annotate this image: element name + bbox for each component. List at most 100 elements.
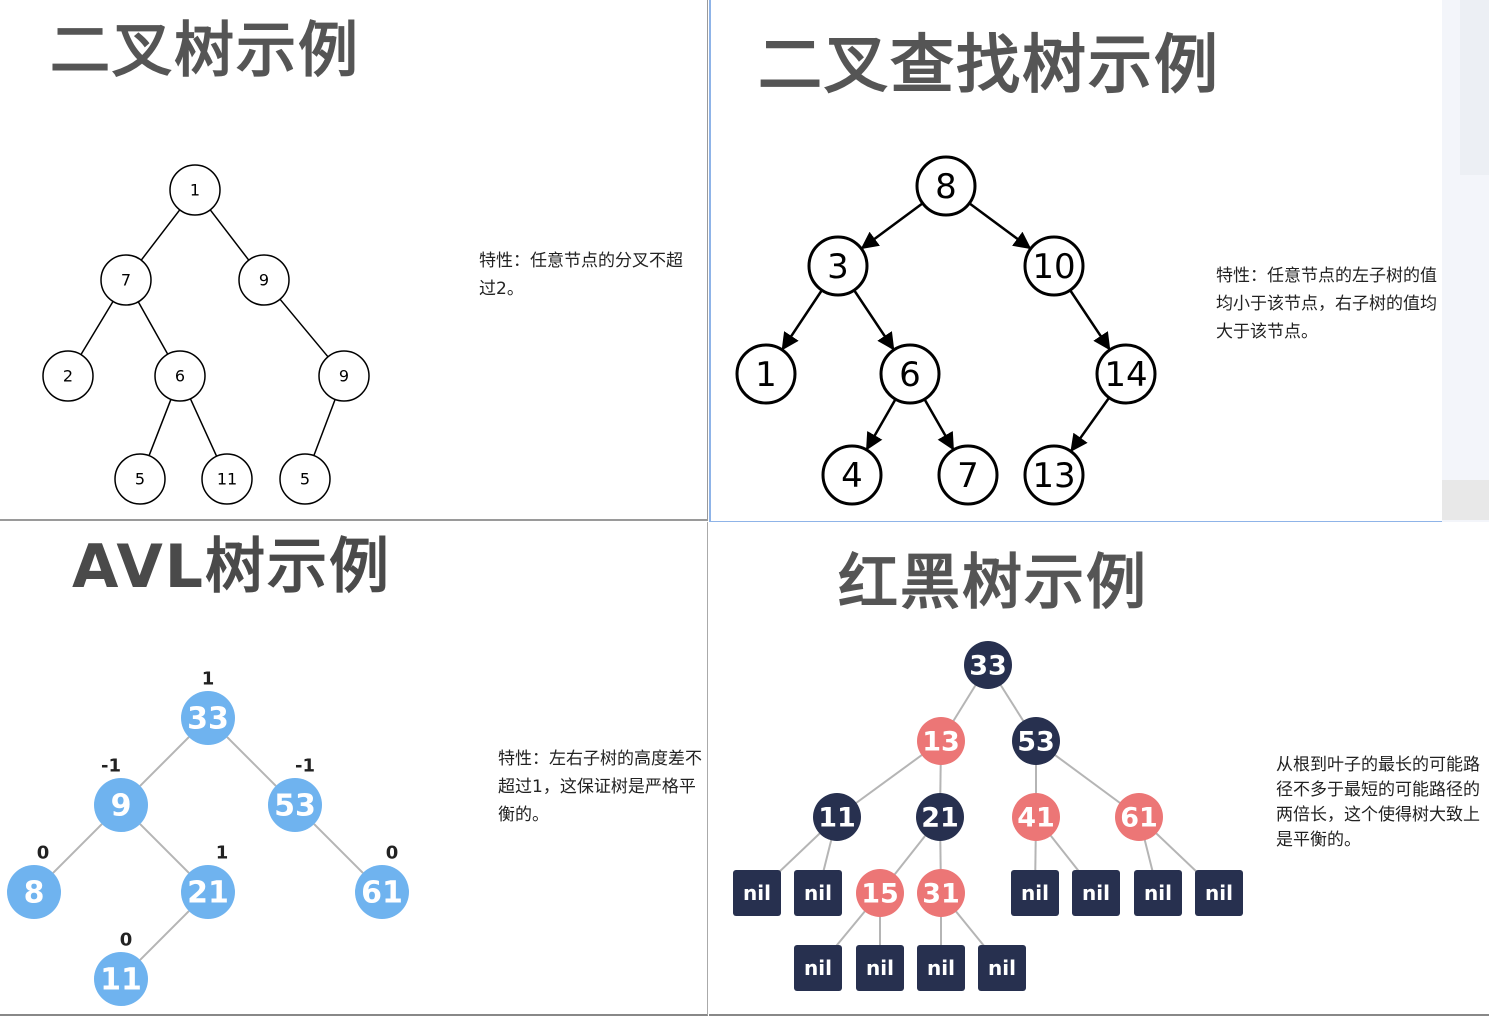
avl-node	[94, 952, 148, 1006]
bst-arrow	[781, 289, 823, 351]
balance-factor: -1	[295, 756, 315, 777]
node-label: 1	[755, 355, 777, 395]
node-label: 13	[922, 727, 960, 758]
node-label: 8	[24, 876, 45, 911]
nil-leaf	[1072, 870, 1120, 916]
red-black-tree-panel	[709, 522, 1489, 1016]
tree-edge	[279, 298, 329, 358]
node-label: 11	[217, 470, 237, 489]
balance-factor: 1	[216, 843, 229, 864]
bst-node	[937, 444, 999, 506]
tree-edge	[140, 209, 181, 261]
bst-arrow	[865, 398, 897, 451]
node-label: 61	[361, 876, 403, 911]
node-label: nil	[1021, 881, 1049, 905]
avl-description: 特性：左右子树的高度差不超过1，这保证树是严格平衡的。	[498, 749, 702, 825]
avl-node	[355, 865, 409, 919]
node-label: 21	[921, 803, 959, 834]
node-label: 9	[259, 271, 269, 290]
binary-tree-description: 特性：任意节点的分叉不超过2。	[479, 251, 683, 299]
bst-arrow	[968, 202, 1032, 250]
node-label: 5	[300, 470, 310, 489]
tree-node	[154, 350, 206, 402]
tree-node	[318, 350, 370, 402]
node-label: 10	[1032, 247, 1075, 287]
avl-node	[94, 778, 148, 832]
node-label: nil	[1144, 881, 1172, 905]
avl-edge	[139, 736, 190, 787]
bst-node	[879, 343, 941, 405]
node-label: nil	[988, 956, 1016, 980]
tree-node	[114, 453, 166, 505]
avl-node	[181, 865, 235, 919]
black-node	[1012, 717, 1060, 765]
avl-title: AVL树示例	[72, 532, 392, 602]
bst-node	[1095, 343, 1157, 405]
node-label: nil	[804, 956, 832, 980]
node-label: 13	[1032, 456, 1075, 496]
node-label: 33	[969, 651, 1007, 682]
balance-factor: 0	[37, 843, 50, 864]
bst-description: 特性：任意节点的左子树的值均小于该节点，右子树的值均大于该节点。	[1216, 266, 1437, 342]
node-label: 9	[111, 789, 132, 824]
bst-node	[807, 235, 869, 297]
avl-edge	[139, 823, 190, 874]
node-label: 41	[1017, 803, 1055, 834]
bst-arrow	[853, 289, 895, 351]
nil-leaf	[856, 945, 904, 991]
node-label: 8	[935, 167, 957, 207]
avl-edge	[226, 736, 277, 787]
node-label: nil	[804, 881, 832, 905]
tree-node	[169, 164, 221, 216]
tree-node	[238, 254, 290, 306]
balance-factor: 0	[120, 930, 133, 951]
black-node	[813, 793, 861, 841]
node-label: 4	[841, 456, 863, 496]
bst-node	[1023, 235, 1085, 297]
avl-edge	[52, 823, 103, 874]
node-label: nil	[1082, 881, 1110, 905]
node-label: 11	[100, 963, 142, 998]
node-label: 5	[135, 470, 145, 489]
nil-leaf	[794, 870, 842, 916]
node-label: nil	[866, 956, 894, 980]
bst-arrow	[923, 398, 955, 451]
avl-node	[181, 691, 235, 745]
node-label: 61	[1120, 803, 1158, 834]
nil-leaf	[1195, 870, 1243, 916]
binary-tree-title: 二叉树示例	[50, 16, 360, 86]
node-label: 1	[190, 181, 200, 200]
red-node	[856, 869, 904, 917]
tree-edge	[189, 398, 218, 457]
tree-edge	[313, 399, 336, 456]
node-label: 33	[187, 702, 229, 737]
side-strip-bottom	[1442, 480, 1489, 520]
node-label: nil	[1205, 881, 1233, 905]
black-node	[916, 793, 964, 841]
red-black-title: 红黑树示例	[838, 548, 1148, 618]
bst-node	[821, 444, 883, 506]
avl-edge	[139, 910, 190, 961]
node-label: 7	[121, 271, 131, 290]
node-label: 2	[63, 367, 73, 386]
node-label: nil	[743, 881, 771, 905]
nil-leaf	[1134, 870, 1182, 916]
tree-node	[279, 453, 331, 505]
bst-arrow	[1069, 289, 1111, 351]
node-label: 31	[922, 879, 960, 910]
node-label: 15	[861, 879, 899, 910]
avl-node	[7, 865, 61, 919]
bst-arrow	[860, 202, 924, 250]
bst-arrow	[1070, 396, 1111, 452]
node-label: nil	[927, 956, 955, 980]
tree-node	[201, 453, 253, 505]
node-label: 53	[274, 789, 316, 824]
avl-tree-panel	[0, 522, 708, 1016]
avl-node	[268, 778, 322, 832]
nil-leaf	[978, 945, 1026, 991]
avl-edge	[313, 823, 364, 874]
balance-factor: -1	[101, 756, 121, 777]
red-node	[917, 717, 965, 765]
tree-node	[100, 254, 152, 306]
